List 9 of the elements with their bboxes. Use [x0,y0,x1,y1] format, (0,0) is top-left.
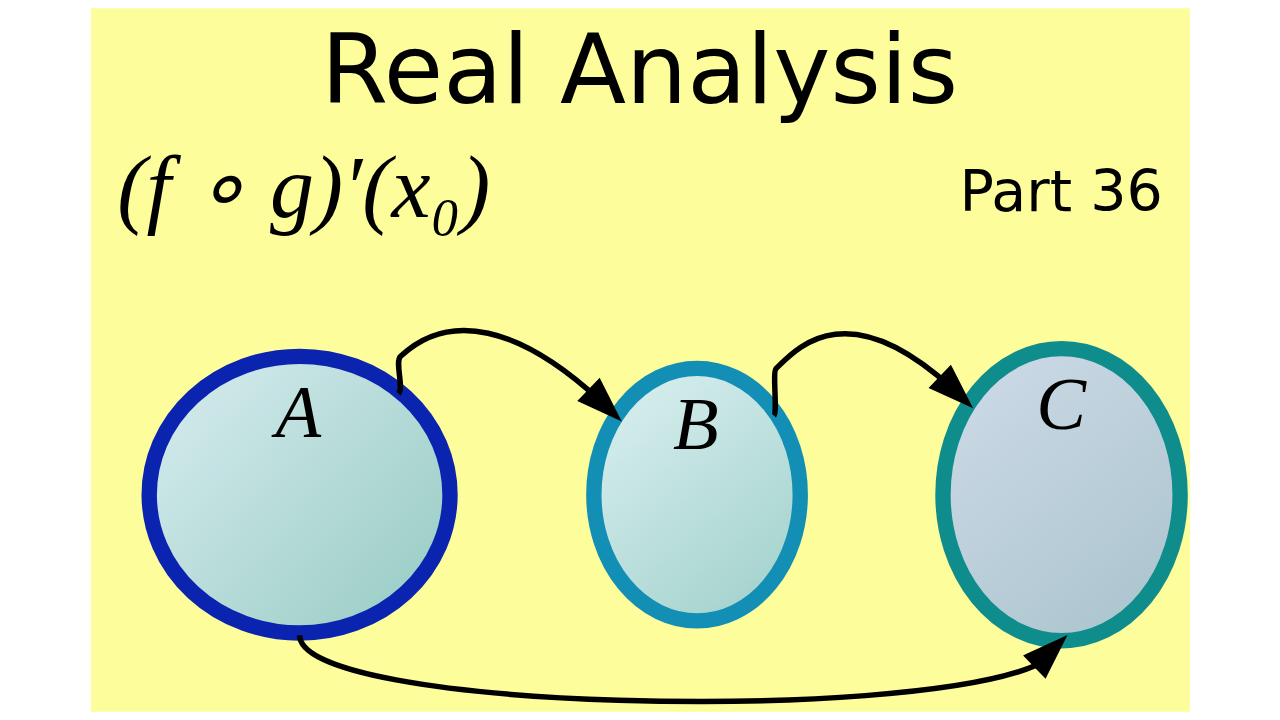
diagram-title: Real Analysis [320,13,958,127]
label: Part 36 [958,157,1163,224]
arrow [770,330,973,417]
arrow [296,633,1068,705]
node-ellipse: C [934,340,1188,649]
arrow [395,328,622,422]
node-circle: A [141,348,458,641]
label: (f ∘ g)′(x₀) [116,138,490,236]
node-ellipse: B [585,360,808,629]
